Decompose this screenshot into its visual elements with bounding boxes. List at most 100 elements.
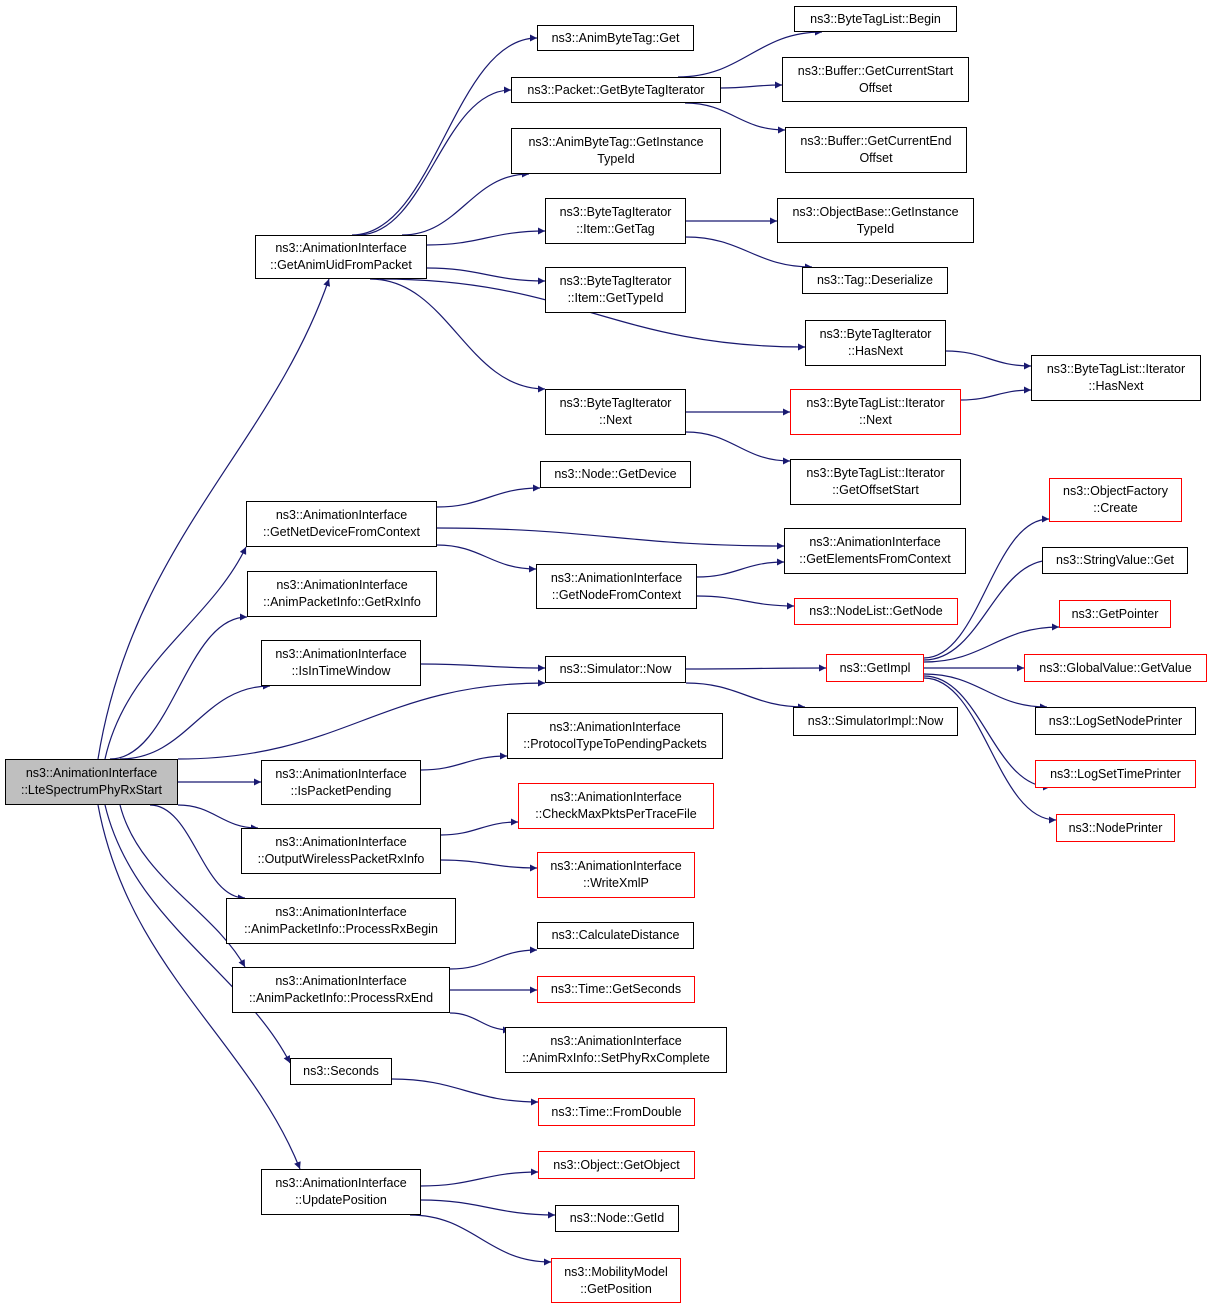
edge-packetGetByteTagIter-to-byteTagListBegin <box>677 28 823 78</box>
graph-node-timeGetSeconds[interactable]: ns3::Time::GetSeconds <box>537 976 695 1003</box>
graph-node-simImplNow[interactable]: ns3::SimulatorImpl::Now <box>793 707 958 736</box>
edge-outputWirelessRx-to-writeXmlP <box>440 859 538 872</box>
graph-node-label-line: ns3::ByteTagList::Begin <box>810 11 941 26</box>
graph-node-nodeListGetNode[interactable]: ns3::NodeList::GetNode <box>794 598 958 625</box>
graph-node-label-line: ::GetNetDeviceFromContext <box>263 525 420 539</box>
graph-node-getNodeFromCtx[interactable]: ns3::AnimationInterface::GetNodeFromCont… <box>536 564 697 609</box>
graph-node-label-line: ns3::AnimationInterface <box>275 835 407 849</box>
edge-getImpl-to-logSetTimePrinter <box>923 675 1051 791</box>
graph-node-simNow[interactable]: ns3::Simulator::Now <box>545 656 686 683</box>
graph-node-btiHasNext[interactable]: ns3::ByteTagIterator::HasNext <box>805 320 946 366</box>
graph-node-logSetNodePrinter[interactable]: ns3::LogSetNodePrinter <box>1035 707 1196 735</box>
graph-node-label-line: ns3::CalculateDistance <box>551 928 680 942</box>
graph-node-nodeGetDevice[interactable]: ns3::Node::GetDevice <box>540 461 691 488</box>
graph-node-getNetDevFromCtx[interactable]: ns3::AnimationInterface::GetNetDeviceFro… <box>246 501 437 547</box>
edge-getNodeFromCtx-to-nodeListGetNode <box>696 595 795 610</box>
graph-node-label-line: ::GetElementsFromContext <box>799 552 951 566</box>
graph-node-packetGetByteTagIter[interactable]: ns3::Packet::GetByteTagIterator <box>511 77 721 103</box>
graph-node-setPhyRxComplete[interactable]: ns3::AnimationInterface::AnimRxInfo::Set… <box>505 1027 727 1073</box>
graph-node-seconds[interactable]: ns3::Seconds <box>290 1058 392 1085</box>
graph-node-label-line: ns3::Object::GetObject <box>553 1157 680 1172</box>
graph-node-label-line: ::IsPacketPending <box>290 783 392 798</box>
graph-node-label-line: ns3::ByteTagIterator <box>559 274 672 288</box>
graph-node-globalValueGetValue[interactable]: ns3::GlobalValue::GetValue <box>1024 654 1207 682</box>
graph-node-label-line: ns3::AnimationInterface <box>549 720 681 734</box>
graph-node-processRxEnd[interactable]: ns3::AnimationInterface::AnimPacketInfo:… <box>232 967 450 1013</box>
graph-node-btiItemGetTag[interactable]: ns3::ByteTagIterator::Item::GetTag <box>545 198 686 244</box>
graph-node-checkMaxPkts[interactable]: ns3::AnimationInterface::CheckMaxPktsPer… <box>518 783 714 829</box>
graph-node-label-line: ns3::Tag::Deserialize <box>816 273 934 287</box>
graph-node-label-line: ns3::Buffer::GetCurrentStart <box>797 63 954 78</box>
graph-node-label-line: ns3::SimulatorImpl::Now <box>807 714 944 728</box>
edge-getAnimUid-to-animByteTagInstTypeId <box>401 170 530 236</box>
graph-node-label-line: ns3::ByteTagIterator <box>559 205 672 219</box>
graph-node-nodePrinter[interactable]: ns3::NodePrinter <box>1056 814 1175 842</box>
graph-node-objFactoryCreate[interactable]: ns3::ObjectFactory::Create <box>1049 478 1182 522</box>
graph-node-label-line: ::Item::GetTag <box>576 222 655 236</box>
edge-packetGetByteTagIter-to-bufferCurEnd <box>684 102 786 134</box>
graph-node-label-line: ns3::Packet::GetByteTagIterator <box>527 82 705 97</box>
graph-node-getAnimUid[interactable]: ns3::AnimationInterface::GetAnimUidFromP… <box>255 235 427 279</box>
edge-root-to-animPktInfoGetRxInfo <box>109 613 248 760</box>
edge-processRxEnd-to-calcDistance <box>449 946 538 970</box>
graph-node-label-line: ns3::Time::GetSeconds <box>550 982 682 996</box>
edge-getNetDevFromCtx-to-nodeGetDevice <box>436 484 541 508</box>
edge-getImpl-to-getPointer <box>923 623 1060 663</box>
graph-node-label-line: ns3::AnimationInterface <box>275 905 407 919</box>
graph-node-btlIterGetOffsetStart[interactable]: ns3::ByteTagList::Iterator::GetOffsetSta… <box>790 459 961 505</box>
graph-node-label-line: ::AnimPacketInfo::GetRxInfo <box>263 595 421 609</box>
graph-node-animByteTagGet[interactable]: ns3::AnimByteTag::Get <box>537 25 694 51</box>
edge-packetGetByteTagIter-to-bufferCurStart <box>720 81 783 89</box>
graph-node-getPointer[interactable]: ns3::GetPointer <box>1059 600 1171 628</box>
graph-node-label-line: ns3::StringValue::Get <box>1056 553 1174 567</box>
graph-node-label-line: ns3::ByteTagList::Iterator <box>1046 362 1186 376</box>
graph-node-logSetTimePrinter[interactable]: ns3::LogSetTimePrinter <box>1035 760 1196 788</box>
graph-node-label-line: ns3::AnimationInterface <box>275 766 407 781</box>
graph-node-label-line: ns3::ByteTagIterator <box>559 396 672 410</box>
graph-node-label-line: ns3::AnimationInterface <box>550 790 682 804</box>
edge-root-to-processRxEnd <box>119 804 246 968</box>
edge-getAnimUid-to-btiNext <box>369 278 546 393</box>
graph-node-btlIterNext[interactable]: ns3::ByteTagList::Iterator::Next <box>790 389 961 435</box>
graph-node-label-line: ::GetOffsetStart <box>832 483 919 497</box>
graph-node-label-line: ns3::ByteTagList::Iterator <box>806 396 945 410</box>
graph-node-tagDeserialize[interactable]: ns3::Tag::Deserialize <box>802 267 948 294</box>
graph-node-processRxBegin[interactable]: ns3::AnimationInterface::AnimPacketInfo:… <box>226 898 456 944</box>
graph-node-label-line: ::WriteXmlP <box>583 876 649 890</box>
graph-node-objGetObject[interactable]: ns3::Object::GetObject <box>538 1151 695 1179</box>
graph-node-outputWirelessRx[interactable]: ns3::AnimationInterface::OutputWirelessP… <box>241 828 441 874</box>
edge-simNow-to-simImplNow <box>685 682 806 711</box>
edge-isInTimeWindow-to-simNow <box>420 663 546 672</box>
graph-node-timeFromDouble[interactable]: ns3::Time::FromDouble <box>538 1098 695 1126</box>
graph-node-label-line: ::GetPosition <box>580 1281 652 1296</box>
graph-node-isInTimeWindow[interactable]: ns3::AnimationInterface::IsInTimeWindow <box>261 640 421 686</box>
edge-getImpl-to-nodePrinter <box>923 677 1057 824</box>
graph-node-getElemFromCtx[interactable]: ns3::AnimationInterface::GetElementsFrom… <box>784 528 966 574</box>
graph-node-updatePosition[interactable]: ns3::AnimationInterface::UpdatePosition <box>261 1169 421 1215</box>
graph-node-protoTypeToPending[interactable]: ns3::AnimationInterface::ProtocolTypeToP… <box>507 713 723 759</box>
graph-node-label-line: ns3::Seconds <box>303 1064 379 1078</box>
graph-node-label-line: ::AnimPacketInfo::ProcessRxEnd <box>248 991 434 1005</box>
graph-node-label-line: ::Create <box>1093 501 1138 515</box>
graph-node-isPacketPending[interactable]: ns3::AnimationInterface::IsPacketPending <box>261 760 421 805</box>
graph-node-nodeGetId[interactable]: ns3::Node::GetId <box>555 1205 679 1232</box>
graph-node-label-line: ns3::AnimationInterface <box>25 766 158 780</box>
graph-node-writeXmlP[interactable]: ns3::AnimationInterface::WriteXmlP <box>537 852 695 898</box>
graph-node-label-line: ns3::ByteTagIterator <box>819 327 932 341</box>
graph-node-byteTagListBegin[interactable]: ns3::ByteTagList::Begin <box>794 6 957 32</box>
graph-node-mobilityGetPos[interactable]: ns3::MobilityModel::GetPosition <box>551 1258 681 1303</box>
graph-node-btiNext[interactable]: ns3::ByteTagIterator::Next <box>545 389 686 435</box>
graph-node-label-line: Offset <box>859 151 893 165</box>
graph-node-label-line: ns3::ObjectFactory <box>1063 484 1168 498</box>
graph-node-label-line: ns3::ByteTagList::Iterator <box>806 466 945 480</box>
graph-node-btlIterHasNext[interactable]: ns3::ByteTagList::Iterator::HasNext <box>1031 355 1201 401</box>
graph-node-animPktInfoGetRxInfo[interactable]: ns3::AnimationInterface::AnimPacketInfo:… <box>247 571 437 617</box>
graph-node-getImpl[interactable]: ns3::GetImpl <box>826 654 924 682</box>
graph-node-calcDistance[interactable]: ns3::CalculateDistance <box>537 922 694 949</box>
graph-node-stringValueGet[interactable]: ns3::StringValue::Get <box>1042 547 1188 574</box>
graph-node-btiItemGetTypeId[interactable]: ns3::ByteTagIterator::Item::GetTypeId <box>545 267 686 313</box>
